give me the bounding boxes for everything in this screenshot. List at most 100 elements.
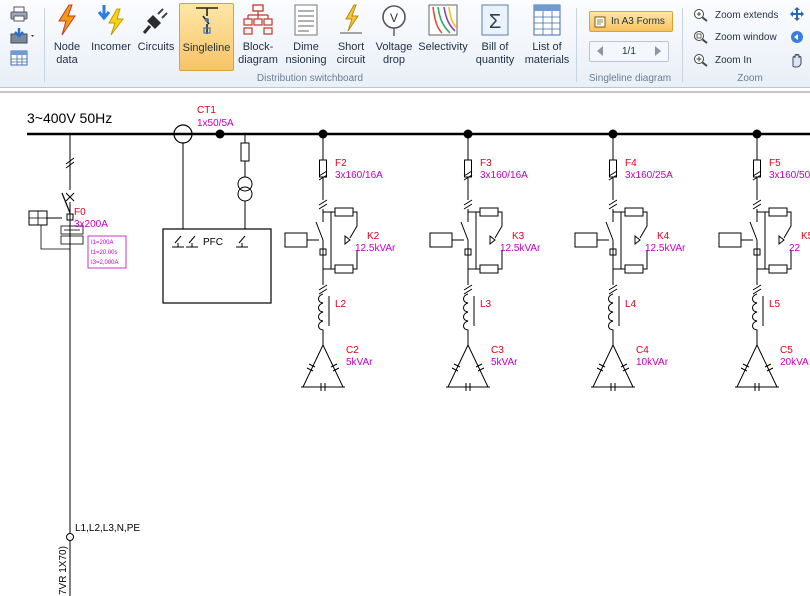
pan-icon[interactable] xyxy=(788,6,806,27)
setting-i3: I3=2,000A xyxy=(91,260,119,266)
branch-contactor-rating: 12.5kVAr xyxy=(355,243,396,254)
singleline-button[interactable]: Singleline xyxy=(179,3,234,71)
incomer-button[interactable]: Incomer xyxy=(88,3,134,71)
materials-table-icon xyxy=(533,4,561,36)
save-icon[interactable] xyxy=(10,28,36,49)
zoom-in-icon xyxy=(694,54,708,67)
group-label-singleline: Singleline diagram xyxy=(588,73,672,84)
dimensioning-button[interactable]: Dime nsioning xyxy=(284,3,328,71)
cable-conductors-label: L1,L2,L3,N,PE xyxy=(75,523,140,534)
voltage-drop-button[interactable]: V Voltage drop xyxy=(374,3,414,71)
branch-reactor-name: L2 xyxy=(335,299,347,310)
current-transformer[interactable] xyxy=(173,124,193,229)
singleline-diagram-canvas[interactable]: 3~400V 50Hz CT1 1x50/5A PFC xyxy=(0,88,810,596)
zoom-extends-button[interactable]: Zoom extends xyxy=(693,8,778,22)
ribbon-toolbar: Node data Incomer Circuits Singleline Bl… xyxy=(0,0,810,88)
branch-contactor-rating: 12.5kVAr xyxy=(500,243,541,254)
branch-fuse-name: F5 xyxy=(769,158,781,169)
bill-of-quantity-label: Bill of quantity xyxy=(475,41,515,66)
a3-forms-button[interactable]: In A3 Forms xyxy=(589,11,673,32)
a3-forms-label: In A3 Forms xyxy=(611,16,665,27)
zoom-window-label: Zoom window xyxy=(715,31,777,43)
cable-terminal xyxy=(66,533,74,541)
hand-icon[interactable] xyxy=(788,52,806,73)
print-icon[interactable] xyxy=(10,6,28,27)
node-data-label: Node data xyxy=(53,41,81,66)
bus-junction xyxy=(215,129,225,139)
ct-name: CT1 xyxy=(197,105,216,116)
zoom-in-button[interactable]: Zoom In xyxy=(693,53,752,67)
zoom-extends-icon xyxy=(694,9,708,22)
block-diagram-label: Block-diagram xyxy=(238,41,278,66)
pfc-controller[interactable] xyxy=(162,228,272,304)
voltmeter-icon: V xyxy=(382,5,406,36)
incomer-circuit[interactable] xyxy=(28,134,84,537)
bill-of-quantity-button[interactable]: Σ Bill of quantity xyxy=(471,3,519,71)
zoom-window-icon xyxy=(694,31,708,44)
branch-fuse-rating: 3x160/16A xyxy=(335,170,383,181)
block-diagram-icon xyxy=(243,4,273,35)
page-indicator: 1/1 xyxy=(622,46,636,57)
dimensioning-icon xyxy=(294,4,318,36)
branch-reactor-name: L3 xyxy=(480,299,492,310)
short-circuit-button[interactable]: Short circuit xyxy=(330,3,372,71)
sigma-icon: Σ xyxy=(481,4,509,36)
pfc-label: PFC xyxy=(203,237,223,248)
branch-capacitor-rating: 5kVAr xyxy=(346,357,373,368)
branch-capacitor-name: C5 xyxy=(780,345,793,356)
incomer-lightning-icon xyxy=(97,5,124,36)
branch-capacitor-rating: 10kVAr xyxy=(636,357,669,368)
branch-contactor-rating: 12.5kVAr xyxy=(645,243,686,254)
branch-fuse-rating: 3x160/16A xyxy=(480,170,528,181)
branch-capacitor-name: C3 xyxy=(491,345,504,356)
short-circuit-label: Short circuit xyxy=(336,41,366,66)
block-diagram-button[interactable]: Block-diagram xyxy=(236,3,280,71)
pfc-measurement-transformer[interactable] xyxy=(237,134,253,229)
ribbon-separator xyxy=(576,8,577,82)
cable-type-label: 7VR 1X70) xyxy=(58,546,69,595)
group-label-distribution: Distribution switchboard xyxy=(256,73,364,84)
circuits-label: Circuits xyxy=(137,41,175,53)
node-data-button[interactable]: Node data xyxy=(48,3,86,71)
branch-contactor-name: K5 xyxy=(801,231,810,242)
ribbon-separator xyxy=(44,8,45,82)
zoom-previous-icon[interactable] xyxy=(788,29,806,50)
short-circuit-icon xyxy=(340,4,362,34)
zoom-in-label: Zoom In xyxy=(715,54,752,66)
zoom-extends-label: Zoom extends xyxy=(715,9,779,21)
plug-icon xyxy=(142,8,168,34)
capacitor-branches: F23x160/16AK212.5kVArL2C25kVArF33x160/16… xyxy=(284,129,810,392)
next-page-icon[interactable] xyxy=(653,45,663,60)
table-icon[interactable] xyxy=(10,50,28,71)
branch-fuse-name: F3 xyxy=(480,158,492,169)
singleline-label: Singleline xyxy=(182,42,231,54)
branch-reactor-name: L5 xyxy=(769,299,781,310)
previous-page-icon[interactable] xyxy=(595,45,605,60)
list-of-materials-button[interactable]: List of materials xyxy=(522,3,572,71)
list-of-materials-label: List of materials xyxy=(524,41,570,66)
f0-name: F0 xyxy=(74,207,86,218)
incomer-label: Incomer xyxy=(91,41,131,53)
selectivity-label: Selectivity xyxy=(418,41,468,53)
a3-forms-icon xyxy=(594,16,606,27)
selectivity-button[interactable]: Selectivity xyxy=(418,3,468,71)
f0-rating: 3x200A xyxy=(74,219,108,230)
branch-contactor-rating: 22 xyxy=(789,243,801,254)
zoom-window-button[interactable]: Zoom window xyxy=(693,30,777,44)
group-label-zoom: Zoom xyxy=(737,73,763,84)
branch-fuse-rating: 3x160/50A xyxy=(769,170,810,181)
selectivity-chart-icon xyxy=(428,4,458,36)
circuits-button[interactable]: Circuits xyxy=(136,3,176,71)
lightning-icon xyxy=(58,4,76,36)
branch-contactor-name: K2 xyxy=(367,231,380,242)
ct-rating: 1x50/5A xyxy=(197,118,234,129)
supply-label: 3~400V 50Hz xyxy=(27,110,112,126)
branch-fuse-name: F4 xyxy=(625,158,637,169)
protection-settings-box xyxy=(87,235,127,269)
singleline-icon xyxy=(195,7,218,34)
svg-text:Σ: Σ xyxy=(489,11,501,33)
